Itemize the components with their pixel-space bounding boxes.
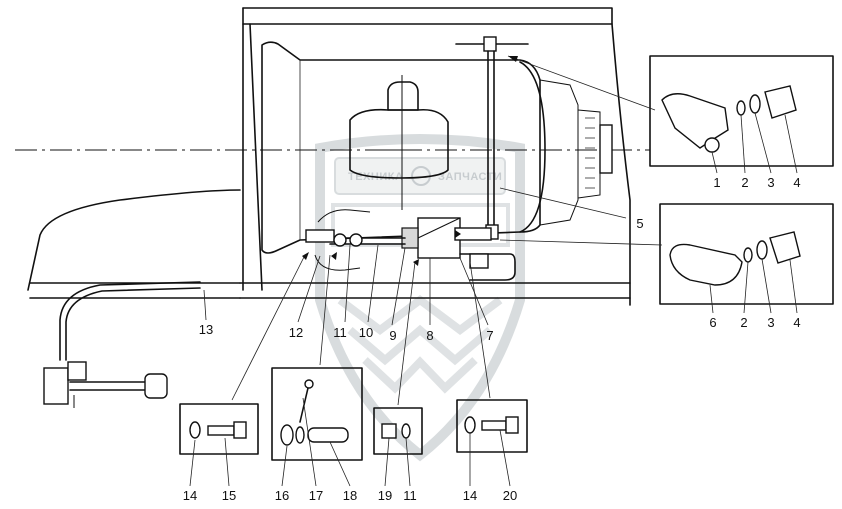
callout-15: 15: [222, 488, 236, 503]
callout-18: 18: [343, 488, 357, 503]
gearbox-housing: [261, 41, 613, 254]
cab-outline: [27, 189, 241, 361]
callout-5: 5: [636, 216, 643, 231]
callout-11-upper: 11: [333, 325, 347, 340]
rod-linkage: [305, 209, 406, 271]
leader-lines: [203, 55, 663, 406]
control-valve: [401, 217, 516, 281]
callout-labels: 1 2 3 4 5 6 2 3 4 7 8 9 10 11 12 13 14 1…: [183, 175, 801, 503]
detail-box-elbow-fitting: [659, 203, 834, 305]
callout-1: 1: [713, 175, 720, 190]
callout-4-lower: 4: [793, 315, 800, 330]
bottom-leaders: [189, 112, 798, 487]
callout-3-upper: 3: [767, 175, 774, 190]
detail-box-bolt-washer-1: [179, 403, 259, 455]
callout-20: 20: [503, 488, 517, 503]
watermark-text-right: ЗАПЧАСТИ: [438, 171, 502, 183]
callout-9: 9: [389, 328, 396, 343]
detail-box-bolt-washer-2: [456, 399, 528, 453]
callout-14-right: 14: [463, 488, 477, 503]
callout-4-upper: 4: [793, 175, 800, 190]
callout-19: 19: [378, 488, 392, 503]
callout-13: 13: [199, 322, 213, 337]
callout-16: 16: [275, 488, 289, 503]
callout-17: 17: [309, 488, 323, 503]
watermark-shield: ТЕХНИКА ЗАПЧАСТИ: [315, 134, 525, 462]
callout-6: 6: [709, 315, 716, 330]
callout-7: 7: [486, 328, 493, 343]
frame-outline: [239, 7, 631, 306]
callout-8: 8: [426, 328, 433, 343]
callout-2-upper: 2: [741, 175, 748, 190]
callout-3-lower: 3: [767, 315, 774, 330]
callout-10: 10: [359, 325, 373, 340]
callout-14-left: 14: [183, 488, 197, 503]
callout-2-lower: 2: [740, 315, 747, 330]
air-tee-fitting: [455, 36, 529, 240]
detail-box-pin: [271, 367, 363, 461]
detail-box-angle-fitting: [649, 55, 834, 167]
callout-12: 12: [289, 325, 303, 340]
callout-11-lower: 11: [403, 488, 417, 503]
shift-lever: [43, 361, 168, 408]
